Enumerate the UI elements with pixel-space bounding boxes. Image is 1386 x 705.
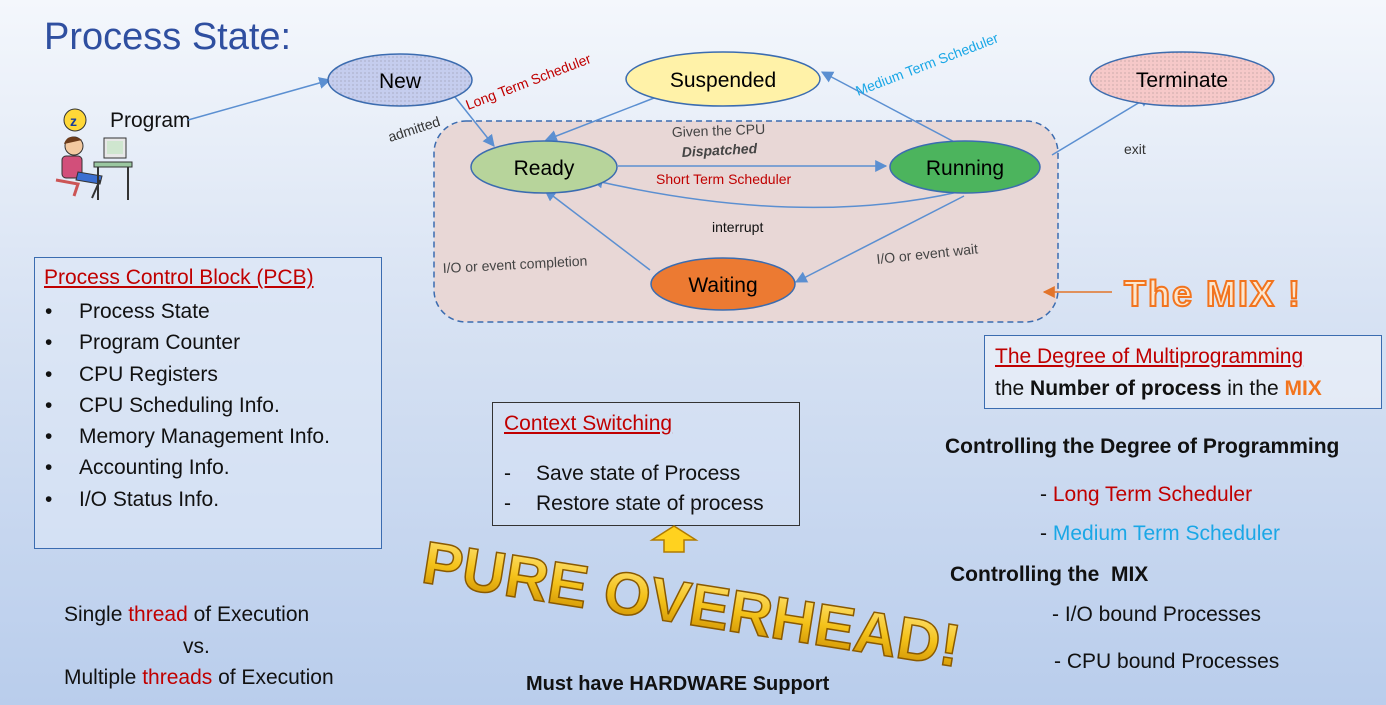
exit-label: exit [1124,141,1146,157]
list-item: -Restore state of process [504,492,764,515]
dispatched-label: Dispatched [681,140,758,160]
list-item: -Save state of Process [504,462,741,485]
multiple-threads-line: Multiple threads of Execution [64,666,334,689]
state-suspended [625,51,821,107]
hardware-support-label: Must have HARDWARE Support [526,673,830,695]
list-item: •Memory Management Info. [45,425,330,449]
list-item: •Accounting Info. [45,456,230,480]
running-to-waiting-arrow [794,195,965,283]
state-waiting-label: Waiting [688,274,757,297]
list-item: - CPU bound Processes [1054,650,1280,673]
state-ready [470,140,618,194]
list-item: •CPU Registers [45,362,218,386]
interrupt-arrow [590,176,959,209]
state-new-label: New [379,70,422,93]
pcb-list: •Process State •Program Counter •CPU Reg… [45,296,330,515]
list-item: - Medium Term Scheduler [1040,522,1281,545]
state-running-label: Running [926,157,1004,180]
state-running [889,140,1041,194]
controlling-degree-heading: Controlling the Degree of Programming [945,435,1340,458]
the-mix-label: The MIX ! [1124,273,1302,314]
pcb-box: Process Control Block (PCB) •Process Sta… [34,257,382,549]
degree-multiprogramming-box: The Degree of Multiprogramming the Numbe… [984,335,1382,409]
suspended-to-ready-arrow [544,97,655,142]
state-waiting [650,257,796,311]
waiting-to-ready-arrow [544,189,651,271]
program-to-new-arrow [187,77,332,121]
io-completion-label: I/O or event completion [442,252,587,276]
list-item: •I/O Status Info. [45,487,220,511]
svg-text:z: z [70,113,77,129]
controlling-mix-heading: Controlling the MIX [950,563,1149,586]
new-to-ready-arrow [454,96,495,147]
sleeping-user-icon: z [48,106,138,202]
page-title: Process State: [44,16,292,58]
degree-description: the Number of process in the MIX [995,377,1322,400]
short-term-label: Short Term Scheduler [656,171,791,187]
context-switching-title: Context Switching [504,412,673,435]
up-arrow-icon [649,525,699,553]
process-state-diagram: New Suspended Terminate Ready Running Wa… [187,29,1302,323]
medium-term-label: Medium Term Scheduler [853,29,1000,98]
list-item: - I/O bound Processes [1052,603,1261,626]
given-cpu-label: Given the CPU [672,121,766,140]
interrupt-label: interrupt [712,219,763,235]
pure-overhead-text: PURE OVERHEAD! [418,529,965,670]
list-item: •CPU Scheduling Info. [45,393,280,417]
admitted-label: admitted [386,113,442,145]
degree-title: The Degree of Multiprogramming [995,345,1304,368]
state-terminate-label: Terminate [1136,69,1228,92]
running-to-terminate-arrow [1051,95,1152,156]
list-item: •Program Counter [45,331,241,355]
single-thread-line: Single thread of Execution [64,603,310,626]
program-label: Program [110,109,191,132]
running-to-suspended-arrow [820,71,963,147]
state-suspended-label: Suspended [670,69,776,92]
long-term-label: Long Term Scheduler [463,50,593,113]
vs-label: vs. [183,635,210,658]
state-ready-label: Ready [514,157,575,180]
list-item: - Long Term Scheduler [1040,483,1253,506]
pcb-title: Process Control Block (PCB) [44,266,314,289]
pure-overhead-banner: PURE OVERHEAD! [417,528,966,670]
context-switching-box: Context Switching -Save state of Process… [492,402,800,526]
list-item: •Process State [45,300,210,323]
